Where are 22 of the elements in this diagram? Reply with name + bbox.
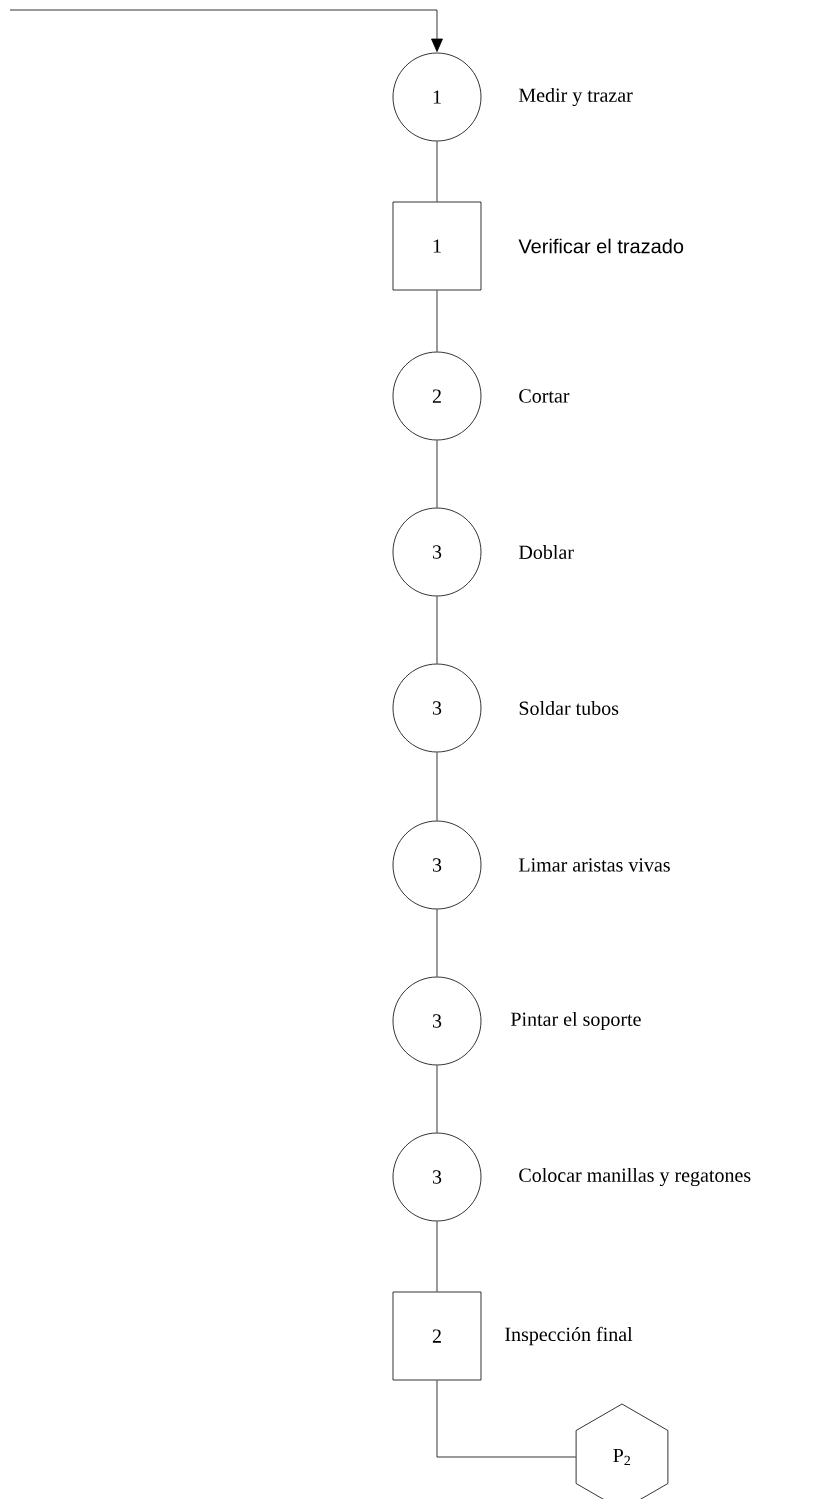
connector-line	[436, 752, 438, 821]
step-label: Medir y trazar	[519, 87, 633, 107]
step-label: Verificar el trazado	[518, 238, 684, 254]
connector-line	[9, 9, 443, 52]
connector-line	[436, 1221, 438, 1292]
step-label: Cortar	[519, 389, 570, 403]
step-label: Inspección final	[505, 1326, 633, 1346]
connector-line	[436, 440, 438, 508]
connector-hexagon: P$_{2}$	[575, 1403, 669, 1499]
connector-line	[436, 1380, 577, 1458]
connector-line	[436, 141, 438, 202]
connector-line	[436, 290, 438, 352]
connector-line	[436, 909, 438, 977]
step-label: Colocar manillas y regatones	[519, 1167, 751, 1187]
inspection-square: 2	[392, 1291, 482, 1381]
connector-line	[436, 1065, 438, 1133]
step-label: Soldar tubos	[519, 700, 619, 716]
step-label: Pintar el soporte	[511, 1011, 641, 1031]
step-label: Limar aristas vivas	[519, 858, 670, 872]
step-label: Doblar	[519, 544, 574, 560]
connector-line	[436, 596, 438, 664]
inspection-square: 1	[392, 201, 482, 291]
